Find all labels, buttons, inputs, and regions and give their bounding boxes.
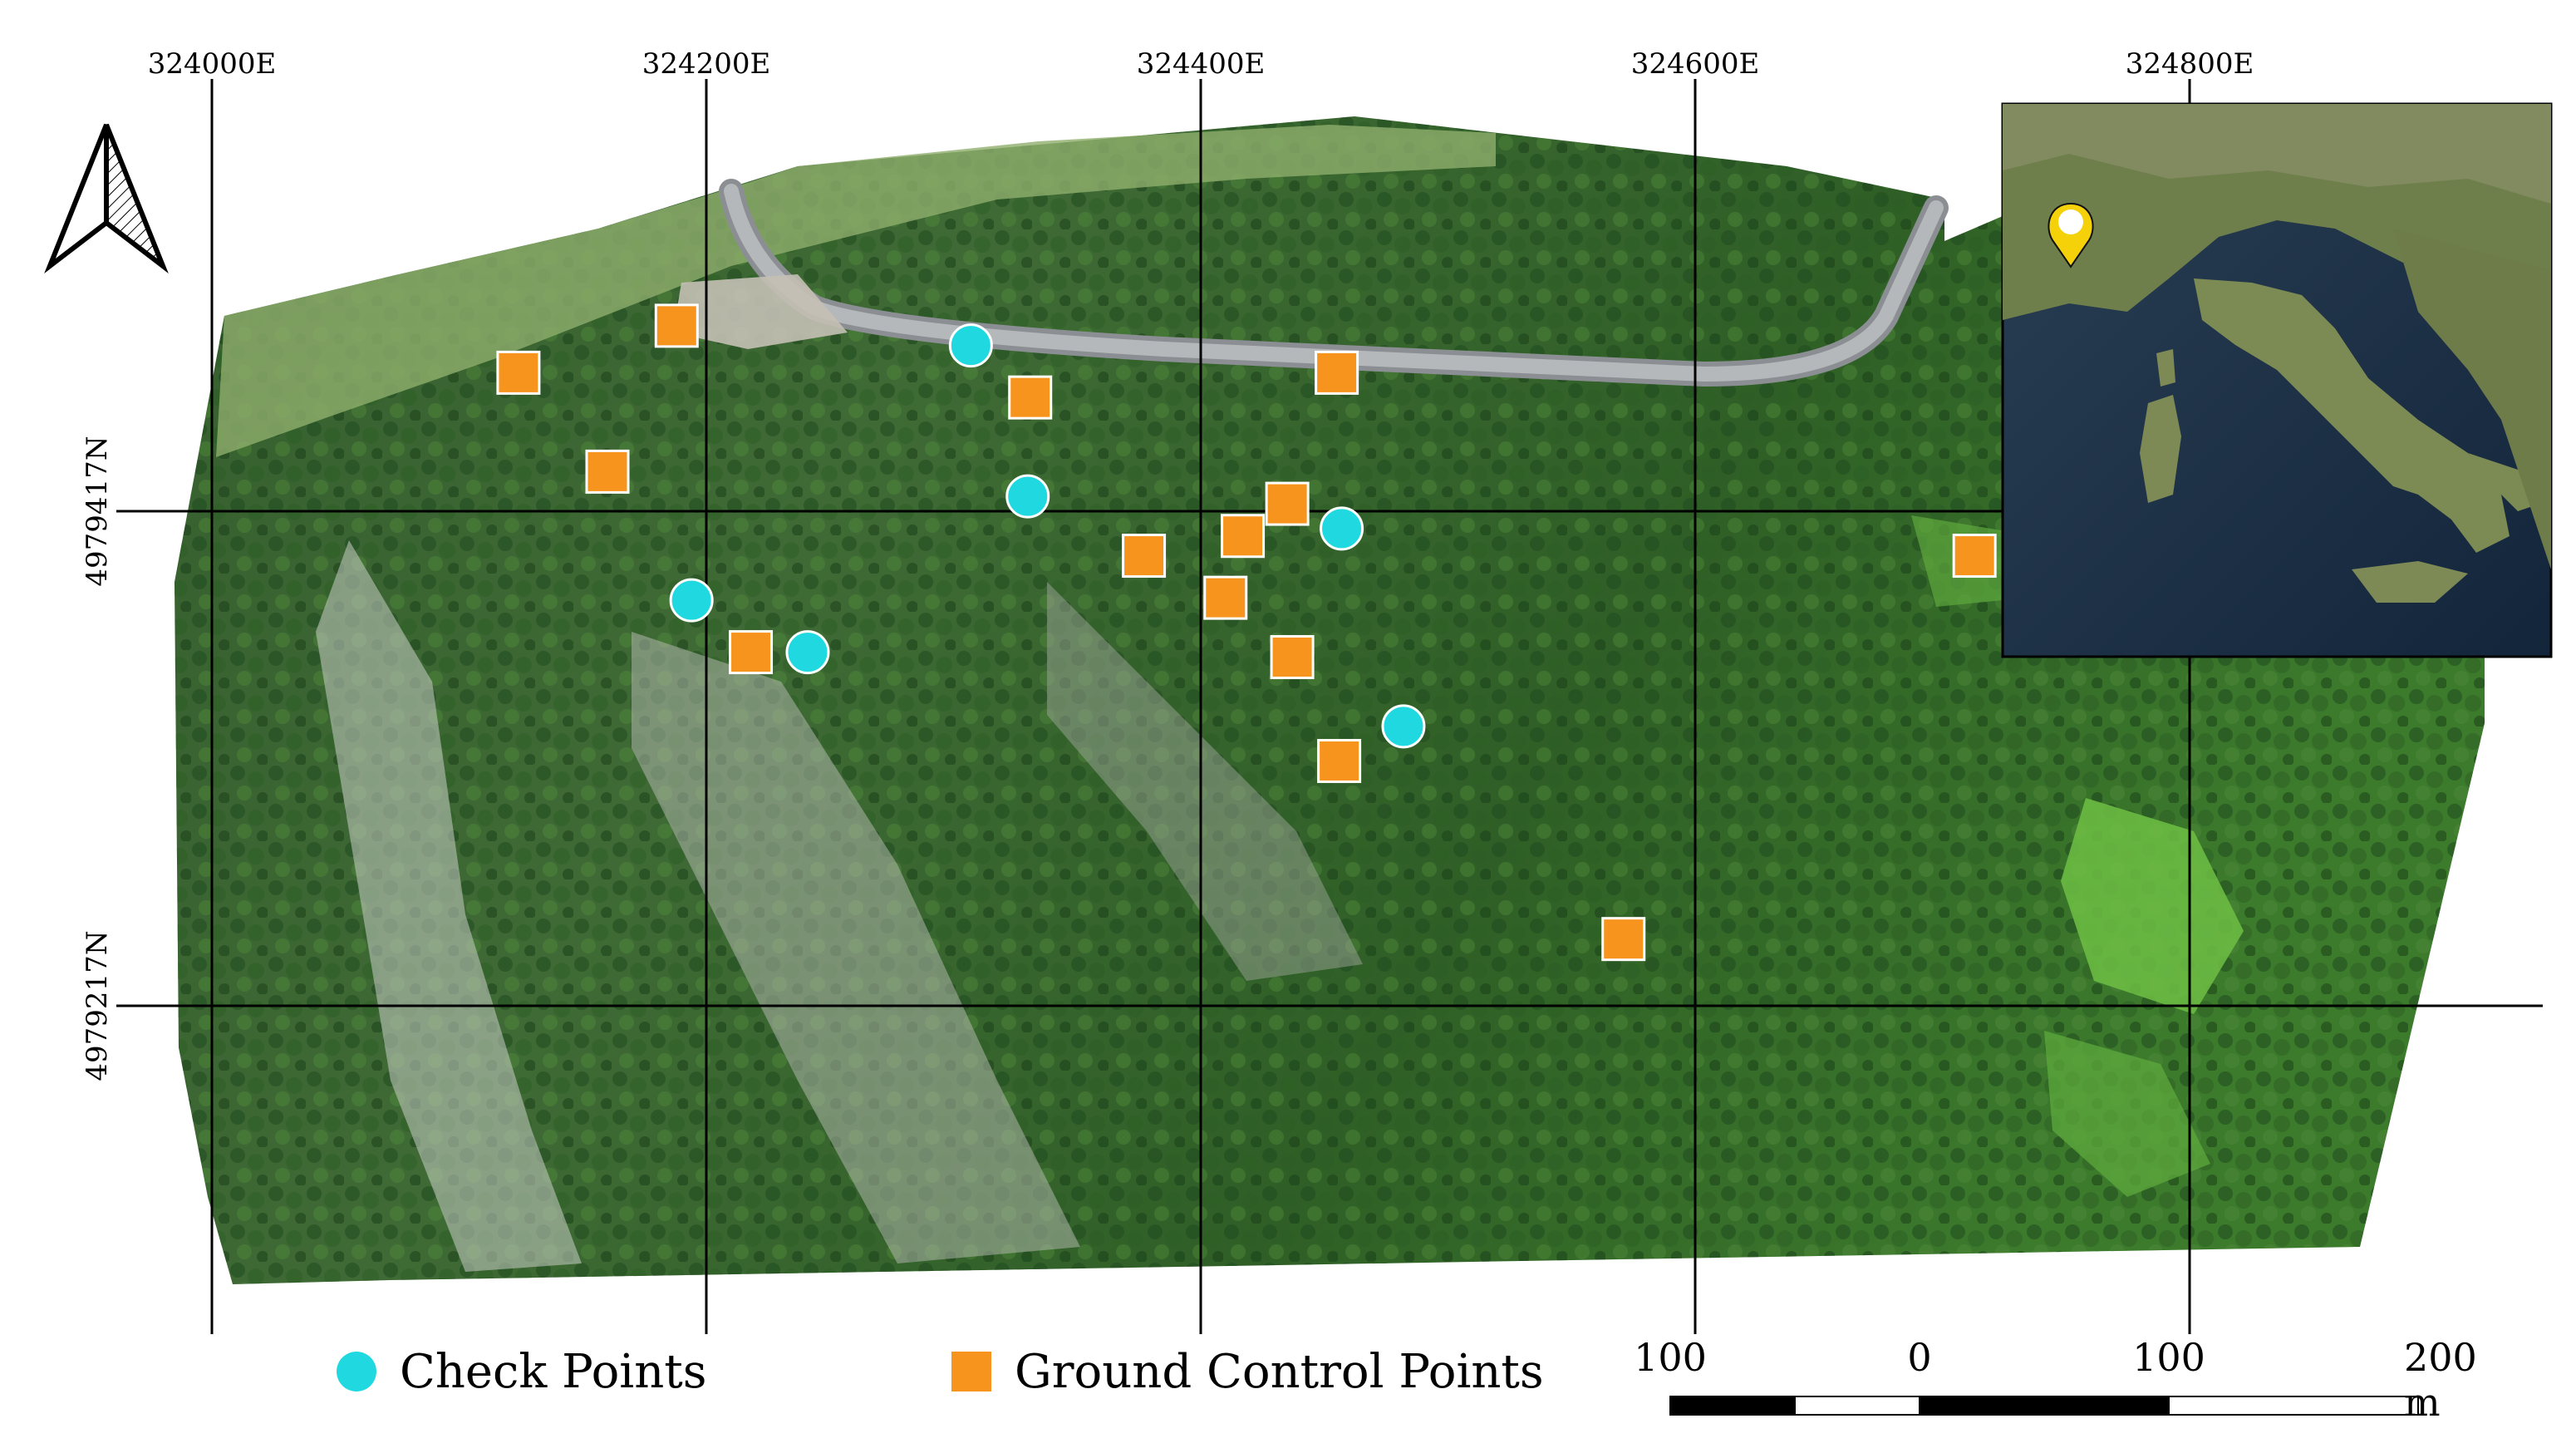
northing-label: 4979217N <box>81 930 114 1081</box>
ground-control-points-layer <box>496 303 1997 962</box>
ground-control-point <box>1315 350 1359 395</box>
ground-control-point <box>1952 534 1997 579</box>
legend-check-points-label: Check Points <box>400 1344 707 1399</box>
scale-label-100: 100 <box>2132 1335 2205 1380</box>
check-points-layer <box>669 323 1426 749</box>
scale-label-zero: 0 <box>1907 1335 1932 1380</box>
ground-control-point <box>729 630 774 675</box>
location-pin-icon <box>2048 202 2094 268</box>
inset-map <box>2001 102 2553 658</box>
check-point-symbol-icon <box>337 1352 376 1391</box>
check-point <box>1005 474 1050 519</box>
ground-control-point <box>1122 534 1167 579</box>
easting-label: 324800E <box>2126 47 2254 81</box>
scale-bar <box>1669 1396 2419 1416</box>
easting-label: 324400E <box>1137 47 1266 81</box>
ground-control-point <box>496 350 541 395</box>
legend-gcp-label: Ground Control Points <box>1015 1344 1544 1399</box>
northing-label: 4979417N <box>81 436 114 586</box>
ground-control-point <box>1317 738 1362 783</box>
ground-control-point <box>1601 917 1646 962</box>
ground-control-point <box>1203 575 1248 620</box>
legend-check-points: Check Points <box>337 1338 707 1405</box>
check-point <box>948 323 993 368</box>
check-point <box>1320 506 1364 551</box>
legend-ground-control-points: Ground Control Points <box>951 1338 1544 1405</box>
scale-label-200: 200 m <box>2404 1335 2477 1425</box>
ground-control-point <box>1008 375 1053 420</box>
easting-label: 324000E <box>148 47 277 81</box>
check-point <box>669 578 714 623</box>
ground-control-point <box>585 449 630 494</box>
check-point <box>785 630 830 675</box>
ground-control-point-symbol-icon <box>951 1352 991 1391</box>
ground-control-point <box>654 303 699 348</box>
check-point <box>1381 704 1426 749</box>
grid-labels: 324000E 324200E 324400E 324600E 324800E … <box>81 47 2254 1081</box>
ground-control-point <box>1265 481 1310 526</box>
easting-label: 324200E <box>642 47 771 81</box>
ground-control-point <box>1221 514 1266 559</box>
scale-label-left: 100 <box>1634 1335 1707 1380</box>
ground-control-point <box>1270 635 1315 680</box>
easting-label: 324600E <box>1631 47 1760 81</box>
north-arrow-icon <box>44 123 169 274</box>
